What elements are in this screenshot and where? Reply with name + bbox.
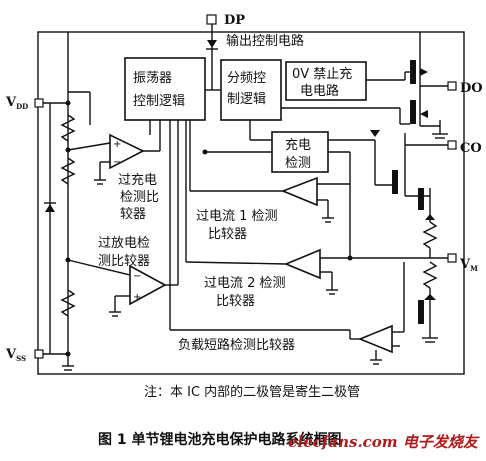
co-pmos-gate	[392, 170, 398, 194]
overcurrent1-comparator	[280, 176, 318, 207]
junction-dot	[347, 255, 353, 261]
do-label: DO	[460, 81, 483, 96]
vdd-label: VDD	[5, 95, 28, 111]
vm-arrow-icon	[424, 294, 436, 300]
pmos-do-arrow	[420, 68, 428, 76]
ladder-resistor-2	[60, 157, 76, 185]
esd-diode-icon	[45, 204, 55, 212]
overcharge-label-2: 检测比	[120, 190, 159, 205]
osc-label-2: 控制逻辑	[133, 94, 185, 109]
overcharge-in	[67, 142, 111, 151]
minus-sign: −	[133, 271, 141, 282]
minus-sign: −	[113, 157, 121, 168]
dp-label: DP	[224, 13, 245, 28]
overdischarge-label-2: 测比较器	[98, 254, 150, 269]
vdd-pin	[34, 98, 44, 108]
chip-outline	[37, 31, 465, 375]
ladder-resistor-1	[60, 114, 76, 142]
plus-sign: +	[113, 139, 121, 150]
overcharge-label-3: 较器	[120, 207, 146, 222]
osc-label-1: 振荡器	[133, 71, 172, 86]
junction-dot	[65, 100, 71, 106]
note-text: 注：本 IC 内部的二极管是寄生二极管	[144, 384, 360, 400]
short-detect-comparator	[357, 324, 393, 354]
div-label-1: 分频控	[227, 71, 266, 86]
ov-label-2: 电电路	[300, 83, 339, 99]
divider-block	[220, 59, 282, 121]
figure-caption: 图 1 单节锂电池充电保护电路系统框图	[98, 431, 342, 448]
vm-nmos-gate	[418, 300, 424, 324]
co-diode-icon	[370, 130, 380, 137]
div-label-2: 制逻辑	[227, 92, 266, 107]
overcurrent2-comparator	[283, 248, 321, 280]
nmos-do-arrow	[420, 110, 428, 118]
overdischarge-in	[67, 259, 131, 276]
vss-pin	[34, 349, 44, 359]
oscillator-block	[124, 57, 206, 121]
short-detect-label: 负载短路检测比较器	[178, 337, 295, 353]
charge-detect-label-1: 充电	[285, 137, 311, 153]
output-control-label: 输出控制电路	[226, 33, 304, 49]
overcharge-comparator	[109, 133, 145, 170]
co-label: CO	[460, 141, 482, 156]
ov-label-1: 0V 禁止充	[292, 66, 352, 82]
plus-sign: +	[133, 292, 141, 303]
pmos-do-gate	[410, 60, 416, 84]
overcurrent2-label-2: 比较器	[216, 294, 255, 309]
vm-label: VM	[459, 257, 478, 273]
dp-pin	[206, 14, 217, 25]
nmos-do-gate	[410, 100, 416, 124]
charge-detect-block	[271, 131, 329, 173]
overcharge-label-1: 过充电	[118, 172, 157, 188]
overcurrent1-label-1: 过电流 1 检测	[196, 209, 278, 224]
ov-inhibit-block	[285, 61, 367, 101]
co-pin	[447, 140, 457, 150]
dp-diode-icon	[207, 40, 217, 48]
vm-resistor-2	[422, 261, 438, 289]
junction-dot	[65, 351, 71, 357]
overcurrent1-label-2: 比较器	[208, 227, 247, 242]
ladder-resistor-3	[60, 289, 76, 317]
co-nmos-gate	[418, 188, 424, 210]
overcurrent2-label-1: 过电流 2 检测	[204, 276, 286, 291]
do-pin	[447, 81, 457, 91]
watermark: elecfans.com 电子发烧友	[288, 433, 480, 451]
overdischarge-label-1: 过放电检	[98, 236, 150, 251]
vm-pin	[447, 253, 457, 263]
oc2-out	[185, 261, 287, 265]
vm-diode-icon	[425, 214, 435, 220]
vss-label: VSS	[5, 347, 26, 363]
overdischarge-comparator	[129, 264, 167, 306]
junction-dot	[202, 149, 208, 155]
vm-resistor	[422, 221, 438, 249]
charge-detect-label-2: 检测	[285, 156, 311, 171]
